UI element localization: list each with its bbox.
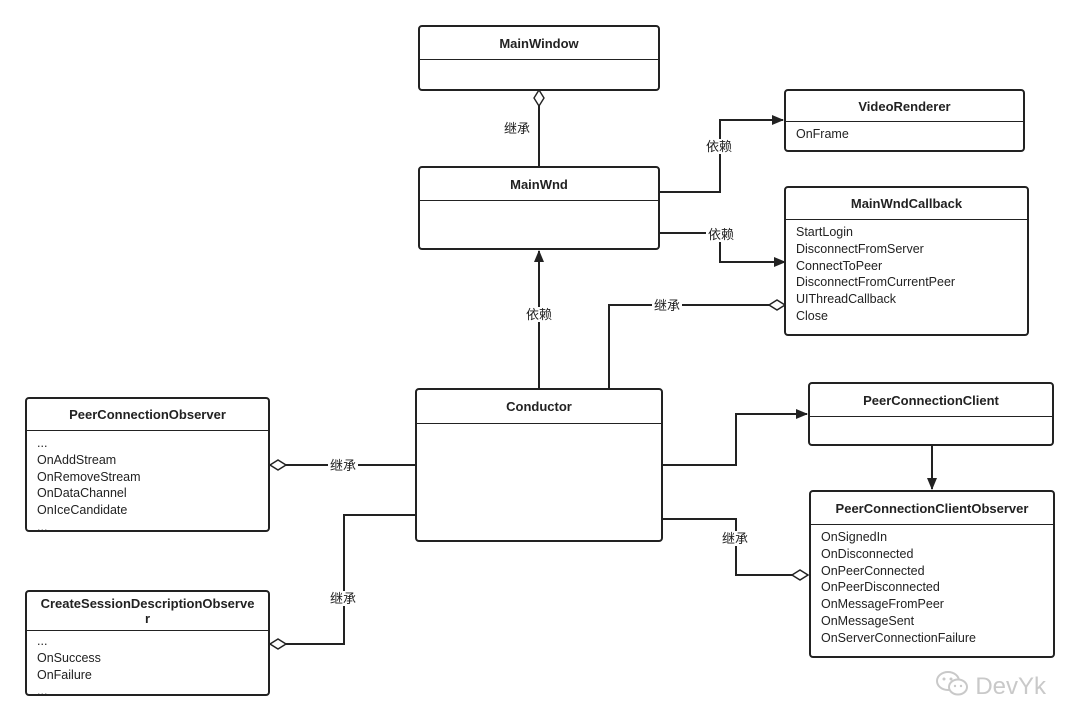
member-onserverconnectionfailure: OnServerConnectionFailure bbox=[821, 630, 976, 645]
member-onmessagefrompeer: OnMessageFromPeer bbox=[821, 597, 944, 612]
class-mainwindow: MainWindow bbox=[418, 25, 660, 91]
label-mainwnd-mainwindow: 继承 bbox=[502, 121, 533, 136]
label-conductor-peerconnectionclientobserver: 继承 bbox=[720, 531, 751, 546]
edge-conductor-peerconnectionclient bbox=[662, 409, 808, 466]
class-mainwndcallback: MainWndCallback StartLogin DisconnectFro… bbox=[784, 186, 1029, 336]
member-onsuccess: OnSuccess bbox=[37, 650, 101, 665]
member-disconnectfromcurrentpeer: DisconnectFromCurrentPeer bbox=[796, 275, 956, 290]
member-onaddstream: OnAddStream bbox=[37, 452, 117, 467]
member-startlogin: StartLogin bbox=[796, 225, 853, 239]
class-mainwindow-name: MainWindow bbox=[420, 27, 658, 60]
member-onfailure: OnFailure bbox=[37, 667, 92, 682]
member-close: Close bbox=[796, 308, 828, 323]
member-ellipsis: ... bbox=[37, 436, 48, 450]
member-connecttopeer: ConnectToPeer bbox=[796, 258, 883, 273]
watermark: DevYk bbox=[935, 670, 1046, 704]
member-onsignedin: OnSignedIn bbox=[821, 530, 888, 544]
edge-conductor-mainwndcallback bbox=[608, 305, 785, 389]
class-mainwnd: MainWnd bbox=[418, 166, 660, 250]
edge-mainwnd-videorenderer bbox=[659, 115, 784, 193]
member-ellipsis: ... bbox=[37, 684, 48, 696]
member-onicecandidate: OnIceCandidate bbox=[37, 503, 128, 518]
label-mainwnd-videorenderer: 依赖 bbox=[704, 139, 735, 154]
member-onframe: OnFrame bbox=[796, 127, 849, 141]
class-peerconnectionobserver: PeerConnectionObserver ... OnAddStream O… bbox=[25, 397, 270, 532]
member-onpeerconnected: OnPeerConnected bbox=[821, 563, 925, 578]
label-mainwnd-mainwndcallback: 依赖 bbox=[706, 227, 737, 242]
member-ondisconnected: OnDisconnected bbox=[821, 546, 914, 561]
class-peerconnectionclient-name: PeerConnectionClient bbox=[810, 384, 1052, 417]
class-videorenderer: VideoRenderer OnFrame bbox=[784, 89, 1025, 152]
label-conductor-peerconnectionobserver: 继承 bbox=[328, 458, 359, 473]
class-videorenderer-name: VideoRenderer bbox=[786, 91, 1023, 122]
member-onpeerdisconnected: OnPeerDisconnected bbox=[821, 580, 940, 595]
class-createsessiondescriptionobserver-name: CreateSessionDescriptionObserve r bbox=[27, 592, 268, 631]
member-onremovestream: OnRemoveStream bbox=[37, 469, 141, 484]
wechat-icon bbox=[935, 670, 969, 704]
label-conductor-mainwnd: 依赖 bbox=[524, 307, 555, 322]
member-onmessagesent: OnMessageSent bbox=[821, 613, 915, 628]
member-ellipsis: ... bbox=[37, 634, 48, 648]
class-createsessiondescriptionobserver: CreateSessionDescriptionObserve r ... On… bbox=[25, 590, 270, 696]
class-mainwnd-name: MainWnd bbox=[420, 168, 658, 201]
class-peerconnectionclientobserver-name: PeerConnectionClientObserver bbox=[811, 492, 1053, 525]
edge-mainwnd-mainwndcallback bbox=[659, 232, 786, 267]
edge-conductor-peerconnectionclientobserver bbox=[662, 518, 808, 575]
label-conductor-mainwndcallback: 继承 bbox=[652, 298, 683, 313]
edge-conductor-createsessiondescriptionobserver bbox=[270, 514, 415, 644]
class-peerconnectionclientobserver: PeerConnectionClientObserver OnSignedIn … bbox=[809, 490, 1055, 658]
member-ellipsis: ... bbox=[37, 519, 48, 532]
member-ondatachannel: OnDataChannel bbox=[37, 486, 127, 501]
class-conductor: Conductor bbox=[415, 388, 663, 542]
watermark-text: DevYk bbox=[975, 673, 1046, 700]
class-peerconnectionclient: PeerConnectionClient bbox=[808, 382, 1054, 446]
class-mainwndcallback-name: MainWndCallback bbox=[786, 188, 1027, 220]
class-conductor-name: Conductor bbox=[417, 390, 661, 424]
label-conductor-createsessiondescriptionobserver: 继承 bbox=[328, 591, 359, 606]
class-peerconnectionobserver-name: PeerConnectionObserver bbox=[27, 399, 268, 431]
member-uithreadcallback: UIThreadCallback bbox=[796, 292, 897, 307]
member-disconnectfromserver: DisconnectFromServer bbox=[796, 241, 924, 256]
